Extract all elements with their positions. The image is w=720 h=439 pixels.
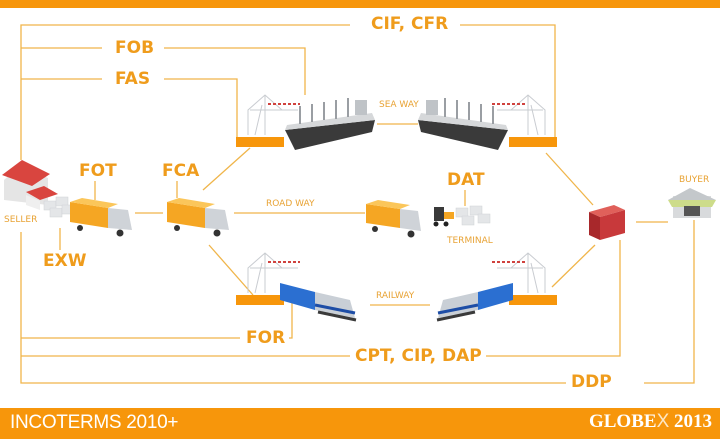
truck-icon-dat xyxy=(366,200,421,238)
line-fob xyxy=(21,47,306,95)
footer-bar: INCOTERMS 2010+ GLOBEX 2013 xyxy=(0,408,720,439)
term-fas: FAS xyxy=(111,69,155,89)
line-cif-cfr xyxy=(460,24,556,138)
label-buyer: BUYER xyxy=(679,175,710,185)
footer-title: INCOTERMS 2010+ xyxy=(10,412,179,433)
line-fca-to-sea xyxy=(202,147,251,191)
brand-year: 2013 xyxy=(674,411,712,432)
exw-goods-icon xyxy=(43,196,75,218)
label-road-way: ROAD WAY xyxy=(266,199,315,209)
term-cif-cfr: CIF, CFR xyxy=(367,14,453,34)
train-icon-origin xyxy=(280,283,357,322)
label-sea-way: SEA WAY xyxy=(379,100,419,110)
terminal-goods-icon xyxy=(455,205,491,226)
crane-group xyxy=(247,94,546,294)
truck-icon-fca xyxy=(167,198,229,237)
line-cpt xyxy=(21,240,621,357)
brand-x-icon: X xyxy=(656,411,670,432)
forklift-icon xyxy=(433,207,454,227)
line-seller-spine-bottom xyxy=(20,232,380,384)
label-railway: RAILWAY xyxy=(376,291,415,301)
port-platform-rail-origin xyxy=(236,295,284,305)
label-seller: SELLER xyxy=(4,215,38,225)
ship-icon-origin xyxy=(285,98,375,150)
brand-logo: GLOBEX 2013 xyxy=(589,411,712,433)
top-accent-bar xyxy=(0,0,720,8)
line-fca-to-rail xyxy=(208,244,254,296)
crane-icon xyxy=(497,94,546,136)
label-terminal: TERMINAL xyxy=(447,236,493,246)
crane-icon xyxy=(247,94,298,136)
term-fca: FCA xyxy=(158,161,204,181)
port-platform-sea-dest xyxy=(509,137,557,147)
line-seller-spine-top xyxy=(20,24,130,160)
term-dat: DAT xyxy=(443,170,489,190)
term-fob: FOB xyxy=(111,38,159,58)
crane-icon xyxy=(497,252,546,294)
line-ddp xyxy=(644,220,695,384)
line-fas xyxy=(21,78,238,138)
line-sea-to-container xyxy=(545,152,594,206)
ship-icon-destination xyxy=(418,98,508,150)
term-exw: EXW xyxy=(39,251,91,271)
port-platform-rail-dest xyxy=(509,295,557,305)
term-for: FOR xyxy=(242,328,290,348)
term-cpt-cip-dap: CPT, CIP, DAP xyxy=(351,346,486,366)
shipping-container-icon xyxy=(589,205,625,240)
train-icon-destination xyxy=(436,283,513,322)
buyer-shop-icon xyxy=(668,188,716,218)
term-ddp: DDP xyxy=(567,372,616,392)
term-fot: FOT xyxy=(75,161,121,181)
brand-name: GLOBE xyxy=(588,411,657,432)
line-rail-to-container xyxy=(551,244,596,288)
seller-warehouse-icon xyxy=(2,160,58,210)
port-platform-sea-origin xyxy=(236,137,284,147)
crane-icon xyxy=(247,252,298,294)
truck-icon-fot xyxy=(70,198,132,237)
